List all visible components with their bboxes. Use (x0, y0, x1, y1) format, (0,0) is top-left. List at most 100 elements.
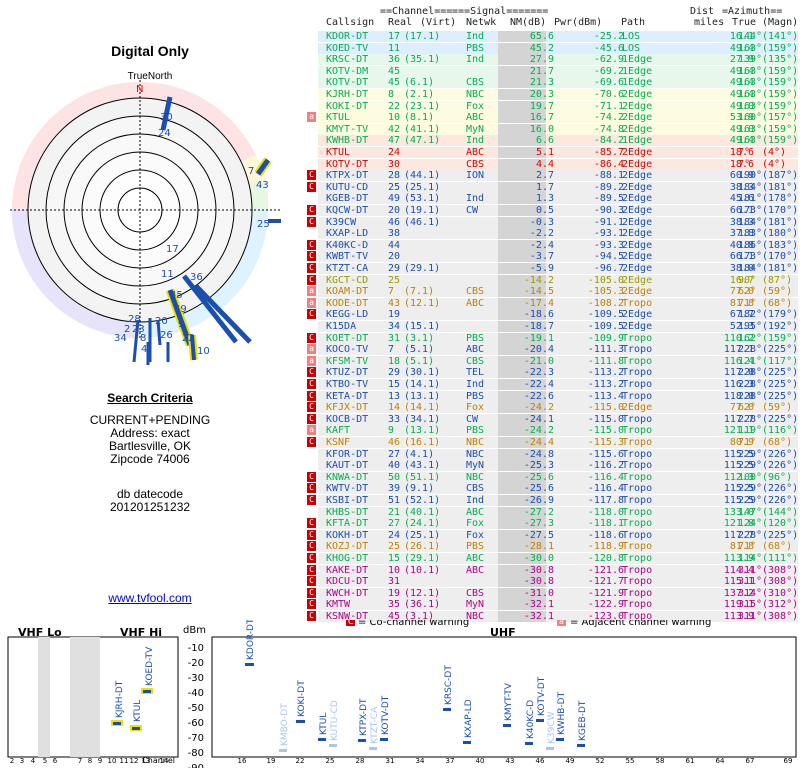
x-tick-label: 52 (596, 757, 605, 765)
cell-path: 2Edge (622, 112, 653, 124)
website-link[interactable]: www.tvfool.com (108, 591, 192, 605)
cell-true: 311° (738, 576, 763, 588)
cell-nm: -26.9 (523, 495, 554, 506)
cell-real: 30 (388, 158, 401, 170)
co-channel-warning: C (307, 367, 316, 378)
x-tick-label: 5 (43, 757, 47, 765)
cell-dist: 80.9 (729, 437, 754, 448)
cell-nm: 4.4 (535, 158, 554, 170)
nm-cell-bg (498, 100, 546, 112)
cell-cs: KWHB-DT (326, 135, 369, 147)
nm-cell-bg (498, 553, 546, 564)
cell-cs: KWTV-DT (326, 483, 369, 495)
cell-pwr: -115.0 (587, 425, 624, 437)
north-mark: N (136, 84, 143, 95)
cell-net: CBS (466, 286, 485, 298)
station-bar (167, 289, 193, 346)
polar-label: 23 (132, 324, 145, 335)
polar-label: 9 (178, 319, 184, 330)
cell-magn: (4°) (762, 158, 787, 170)
svg-text:KXAP-LD: KXAP-LD (464, 699, 474, 738)
cell-nm: 5.1 (535, 147, 554, 158)
cell-virt: (10.1) (404, 564, 441, 576)
criteria-line: Zipcode 74006 (110, 452, 190, 466)
polar-label: 2 (124, 324, 130, 335)
cell-cs: KETA-DT (326, 390, 369, 402)
cell-path: Tropo (622, 576, 653, 588)
criteria-line: Address: exact (110, 426, 190, 440)
cell-virt: (6.1) (404, 77, 435, 89)
cell-pwr: -113.4 (587, 390, 624, 402)
cell-net: MyN (466, 599, 485, 611)
cell-cs: KTUL (326, 112, 351, 124)
cell-pwr: -118.1 (587, 518, 624, 530)
cell-cs: K15DA (326, 321, 357, 332)
cell-cs: KOKH-DT (326, 529, 369, 541)
cell-magn: (135°) (762, 54, 799, 66)
cell-pwr: -116.4 (587, 483, 624, 495)
x-tick-label: 55 (626, 757, 635, 765)
cell-true: 163° (738, 135, 763, 147)
nm-cell-bg (498, 332, 546, 344)
cell-dist: 115.5 (723, 448, 754, 460)
cell-cs: K40KC-D (326, 239, 369, 251)
cell-real: 11 (388, 42, 401, 54)
cell-nm: -2.4 (529, 239, 554, 251)
nm-cell-bg (498, 228, 546, 240)
co-channel-warning: C (307, 274, 316, 285)
nm-cell-bg (498, 263, 546, 274)
cell-net: PBS (466, 390, 485, 402)
cell-net: CBS (466, 587, 485, 599)
cell-magn: (68°) (762, 437, 793, 448)
polar-label: 7 (248, 166, 254, 177)
cell-real: 19 (388, 587, 401, 599)
db-datecode-value: 201201251232 (109, 500, 191, 514)
cell-pwr: -115.3 (587, 437, 624, 448)
cell-path: Tropo (622, 425, 653, 437)
cell-path: 2Edge (622, 216, 653, 228)
cell-magn: (170°) (762, 205, 799, 216)
cell-nm: -25.3 (523, 460, 554, 472)
cell-dist: 118.0 (723, 390, 754, 402)
spectrum-chart: VHF Lo VHF Hi UHF dBm C = Co-channel war… (7, 620, 797, 768)
cell-nm: -27.3 (523, 518, 554, 530)
signal-group-header: ===Signal======= (452, 6, 549, 17)
polar-label: 28 (128, 314, 141, 325)
station-bar (190, 334, 196, 361)
cell-pwr: -89.2 (593, 181, 624, 193)
cell-pwr: -118.9 (587, 541, 624, 553)
co-channel-warning: C (307, 541, 316, 552)
col-netwk: Netwk (466, 17, 497, 28)
cell-virt: (3.1) (404, 611, 435, 622)
x-tick-label: 69 (784, 757, 793, 765)
polar-label: 4 (141, 344, 147, 355)
cell-cs: KTBO-TV (326, 379, 369, 390)
cell-pwr: -74.8 (593, 123, 624, 135)
cell-true: 163° (738, 77, 763, 89)
cell-real: 28 (388, 170, 401, 182)
cell-nm: 0.5 (535, 205, 554, 216)
cell-net: CBS (466, 77, 485, 89)
co-channel-warning: C (307, 599, 316, 610)
cell-nm: 1.3 (535, 193, 554, 205)
cell-pwr: -90.3 (593, 205, 624, 216)
cell-cs: KUTU-CD (326, 181, 369, 193)
cell-true: 7° (738, 147, 751, 158)
cell-net: ABC (466, 147, 485, 158)
cell-cs: KWBT-TV (326, 251, 369, 263)
cell-net: CBS (466, 355, 485, 367)
polar-label: 22 (182, 333, 195, 344)
cell-magn: (180°) (762, 228, 799, 240)
x-tick-label: 49 (566, 757, 575, 765)
cell-path: Tropo (622, 390, 653, 402)
cell-pwr: -109.9 (587, 332, 624, 344)
cell-magn: (120°) (762, 518, 799, 530)
cell-true: 184° (738, 181, 763, 193)
cell-real: 39 (388, 483, 401, 495)
